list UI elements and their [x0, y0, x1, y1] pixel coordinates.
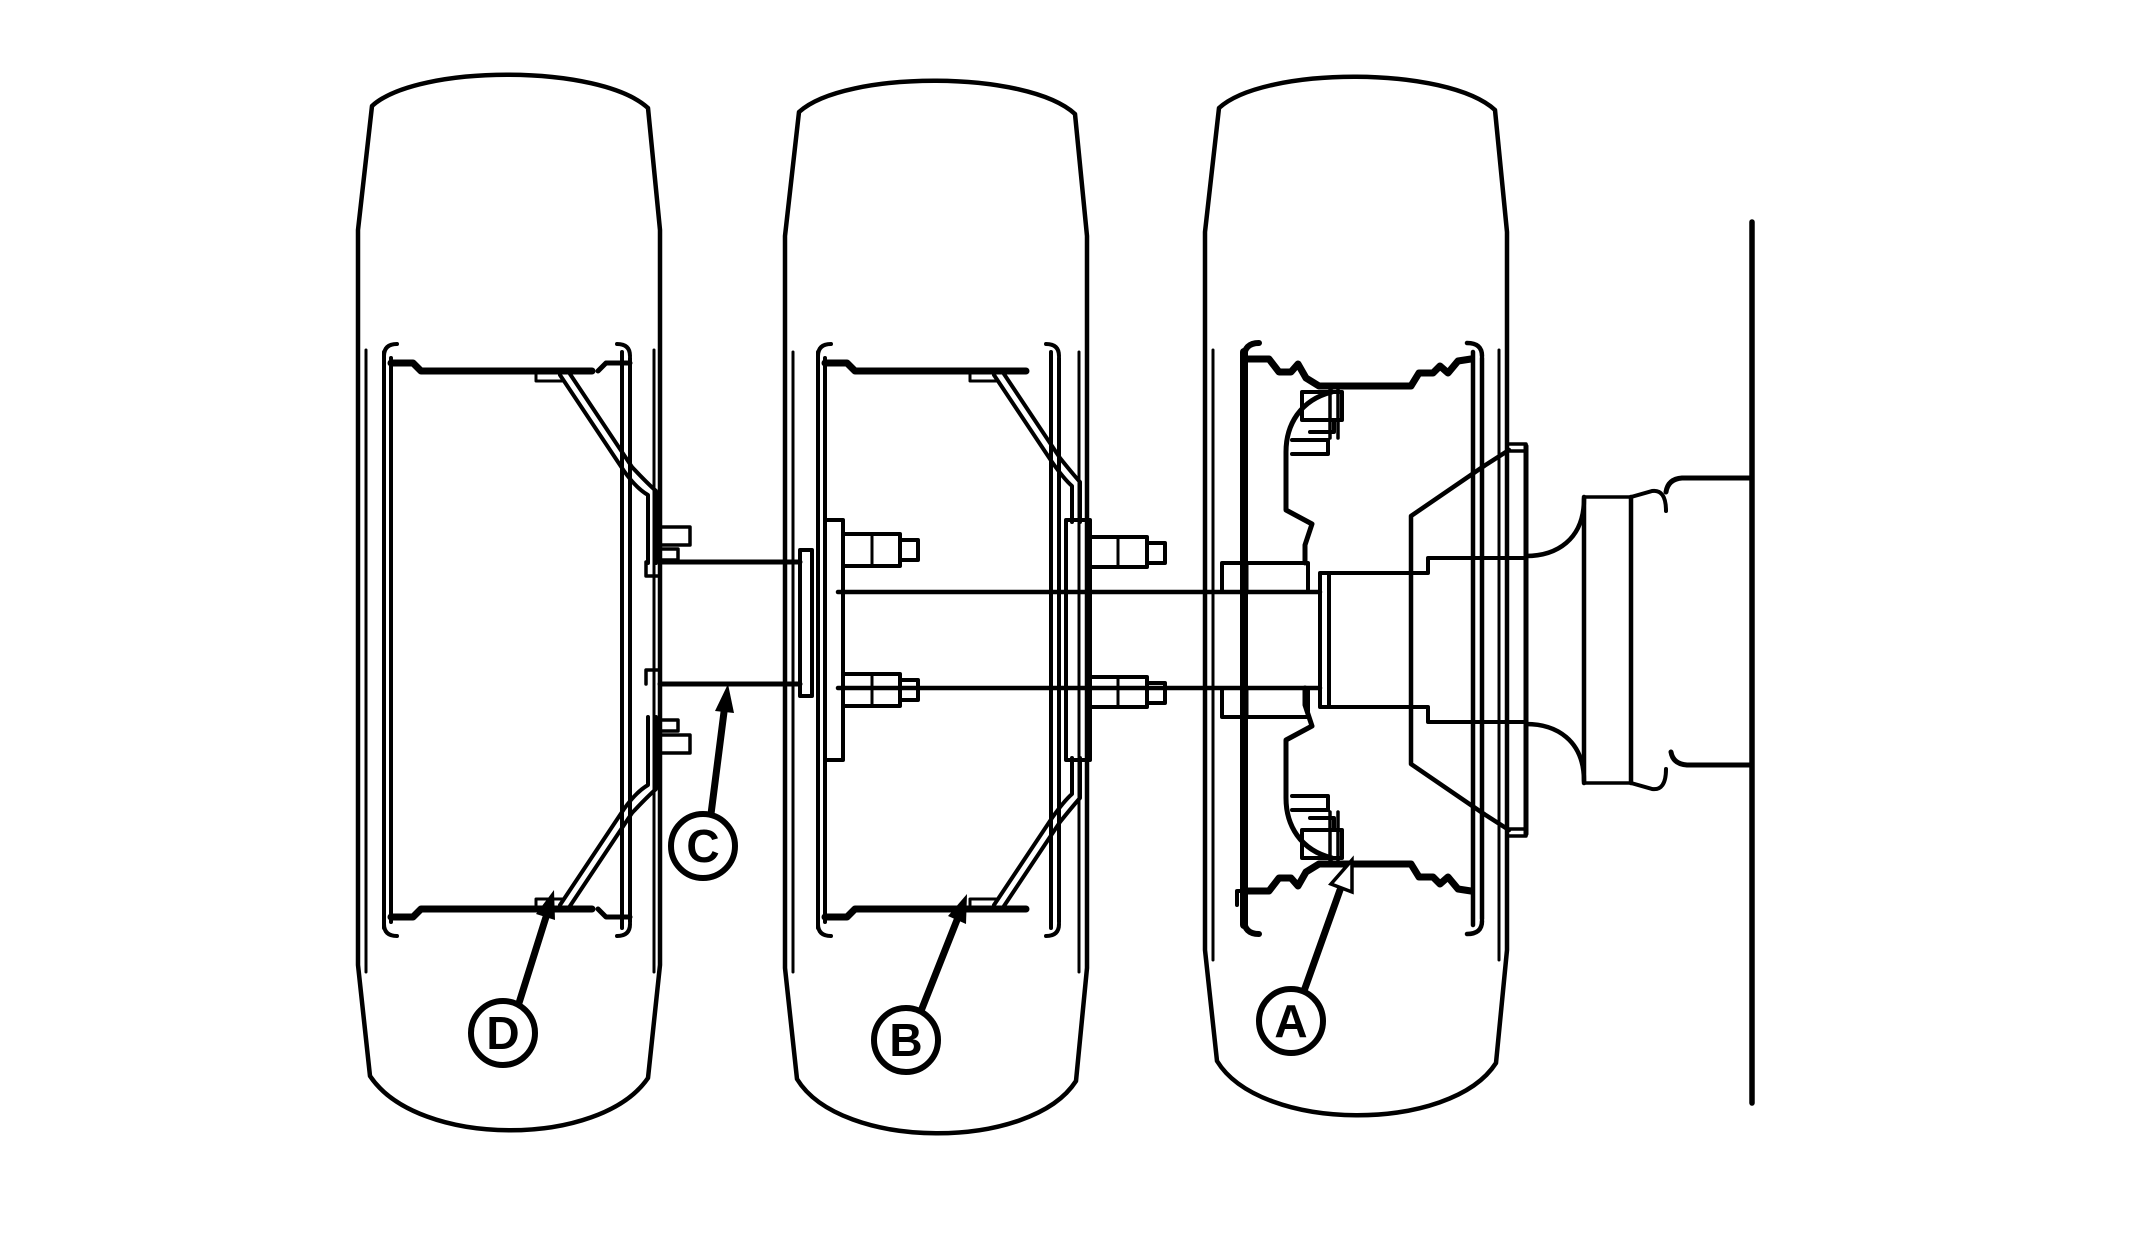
tire-single	[1202, 74, 1510, 1118]
cone-rim-ticks	[1507, 442, 1528, 838]
rim-clamp-top	[1290, 390, 1344, 456]
wheel-disc-top	[558, 372, 658, 565]
rim-outer-dual	[382, 342, 692, 938]
rim-single	[1220, 340, 1485, 937]
bearing-fillets	[1523, 496, 1587, 784]
bearing-ring	[1581, 494, 1634, 786]
callout-letter-a: A	[1274, 995, 1307, 1047]
rim-base-top	[387, 359, 596, 375]
wheel-disc-bottom	[558, 715, 658, 908]
wheel-stud-top	[1088, 535, 1167, 569]
rim-flange-left	[382, 350, 393, 930]
rim-flange-right	[1049, 350, 1061, 930]
callout-circle	[668, 811, 738, 881]
rim-base-bottom	[387, 905, 596, 921]
hub-plate	[1064, 518, 1092, 762]
wheel-disc-top	[992, 372, 1082, 524]
mounting-cone-assembly	[1408, 442, 1755, 838]
callout-a: A	[1256, 855, 1354, 1056]
tire-outline	[355, 72, 663, 1133]
bearing-ring-caps	[1582, 495, 1633, 785]
leader-line	[917, 916, 961, 1015]
rim-flange-hooks	[382, 342, 399, 938]
callout-c: C	[668, 684, 738, 881]
rim-step	[968, 372, 998, 908]
hub-blocks	[1220, 561, 1310, 719]
tire-outline	[782, 78, 1090, 1136]
callout-d: D	[468, 890, 555, 1068]
arrowhead	[715, 684, 734, 713]
spacer-end-plate	[798, 548, 814, 698]
rim-base-top	[821, 359, 1030, 375]
rim-clamp-bottom	[1290, 794, 1344, 860]
callout-circle	[871, 1005, 941, 1075]
rim-flange-hooks	[1044, 342, 1061, 938]
tire-outer-dual	[355, 72, 663, 1133]
hub-plate	[823, 518, 845, 762]
shaft-end-cap	[1318, 571, 1331, 709]
rim-base-top	[1244, 355, 1475, 390]
wheel-stud-bottom	[1088, 675, 1167, 709]
rim-flange-hooks	[1241, 340, 1262, 937]
rim-clamp-pins	[1328, 810, 1340, 864]
cone-outer-slants	[1481, 447, 1512, 833]
rim-shoulder-right	[595, 360, 633, 920]
arrowhead	[948, 894, 967, 924]
spider-arm-top	[1283, 389, 1335, 566]
rim-inner-dual	[816, 342, 1082, 938]
rim-flange-hooks	[615, 342, 632, 938]
callout-letter-b: B	[889, 1014, 922, 1066]
leader-line	[515, 913, 550, 1007]
wheel-disc-bottom	[992, 756, 1082, 908]
wheel-spacer-band	[644, 548, 814, 698]
tire-outline	[1202, 74, 1510, 1118]
callout-circle	[1256, 986, 1326, 1056]
spider-arm-bottom	[1283, 685, 1335, 861]
rim-base-bottom	[1244, 860, 1475, 895]
spindle-step	[1327, 556, 1526, 724]
rim-flange-right	[620, 350, 632, 930]
callout-letter-c: C	[686, 820, 719, 872]
rim-step	[534, 372, 564, 908]
axle-shaft	[835, 556, 1526, 724]
axle-tube-bottom	[1668, 749, 1755, 768]
callout-circle	[468, 998, 538, 1068]
hub-inner	[823, 518, 920, 762]
rim-clamp-pins	[1328, 386, 1340, 440]
axle-tube-top	[1663, 475, 1755, 495]
tire-inner-dual	[782, 78, 1090, 1136]
rim-flange-hooks	[1464, 340, 1485, 937]
callout-letter-d: D	[486, 1007, 519, 1059]
wheel-stud-top	[841, 532, 920, 568]
rim-flange-hooks	[816, 342, 833, 938]
hub-outer	[1064, 518, 1167, 762]
spacer-corner-feet	[644, 560, 662, 686]
rim-base-bottom	[821, 905, 1030, 921]
tube-jogs	[1629, 488, 1668, 792]
leader-line	[707, 708, 728, 818]
arrowhead-open	[1328, 855, 1354, 895]
callout-b: B	[871, 894, 967, 1075]
drum-back-slants	[1408, 463, 1487, 817]
disc-clamp-lugs	[654, 525, 692, 755]
arrowhead	[536, 890, 555, 920]
rim-flange-left	[816, 350, 827, 930]
leader-line	[1300, 886, 1344, 995]
rim-flange-right	[1470, 349, 1485, 928]
